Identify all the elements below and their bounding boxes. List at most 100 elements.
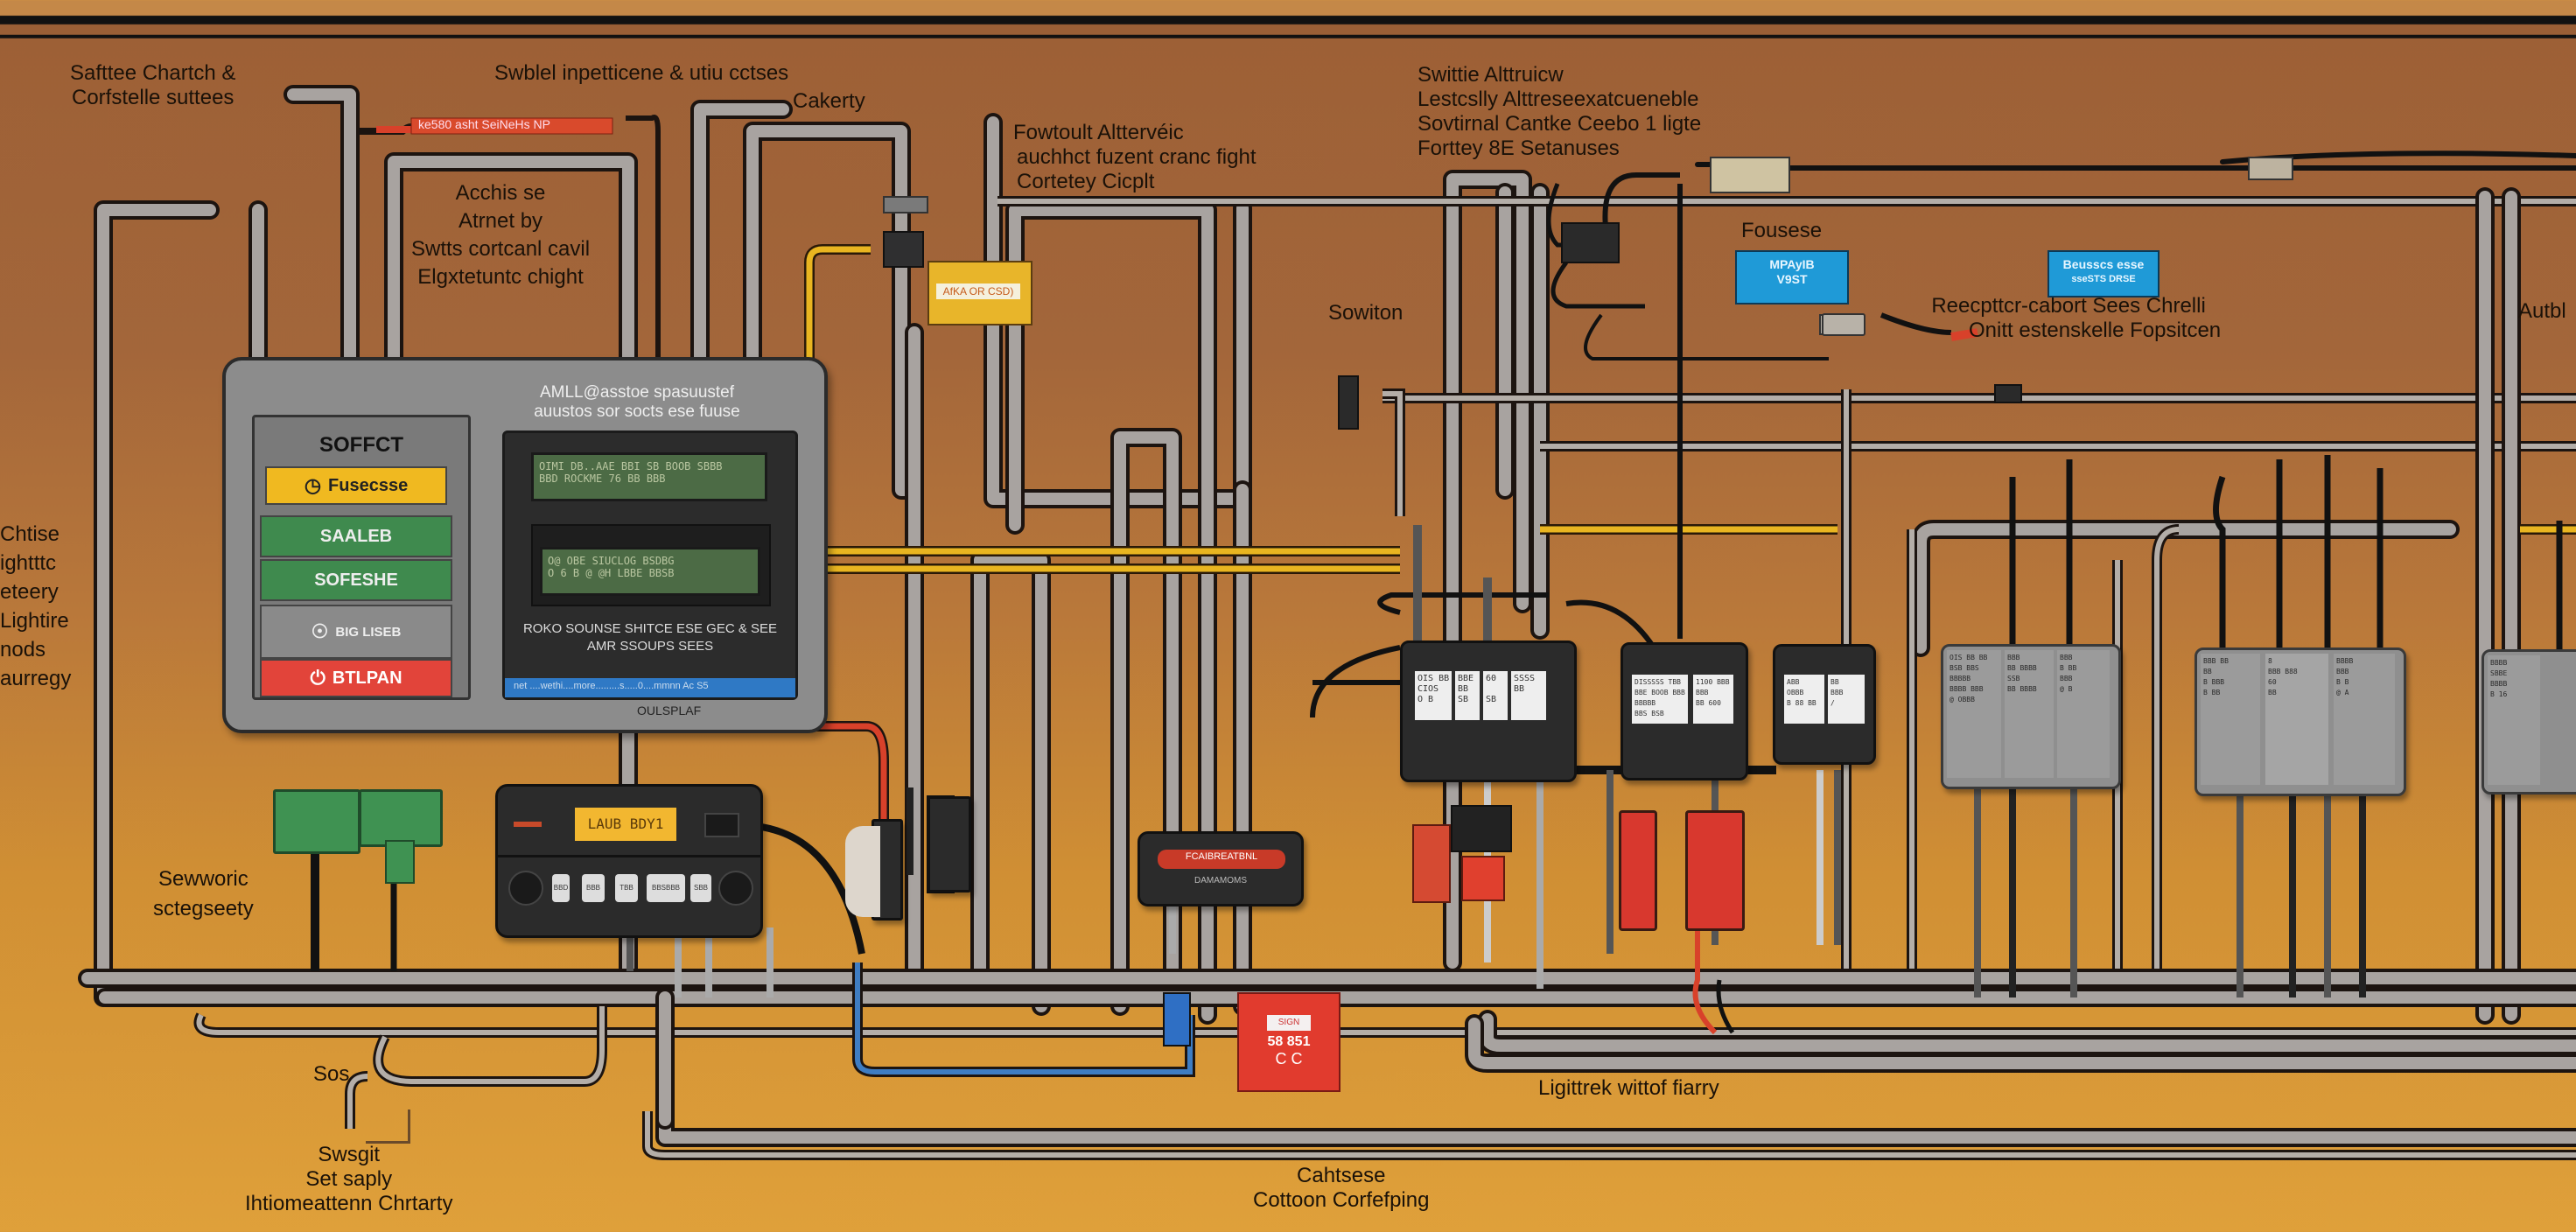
- controller-unit: LAUB BDY1 BBD BBB TBB BBSBBB SBB: [495, 784, 763, 938]
- label-line: Safttee Chartch &: [70, 61, 236, 85]
- lcd-top: OIMI DB..AAE BBI SB BOOB SBBB BBD ROCKME…: [531, 452, 767, 501]
- conduit-network: [78, 85, 2576, 1160]
- label-bottom-right: Ligittrek wittof fiarry: [1538, 1076, 1719, 1100]
- label-line: Atrnet by: [458, 209, 543, 233]
- meter-tag: BBB B BB BBB @ B: [2057, 650, 2110, 778]
- stop-button[interactable]: ⏻ BTLPAN: [260, 659, 452, 697]
- meter-tag: BBB BB BB B BBB B BB: [2201, 654, 2260, 785]
- label-line: Cortetey Cicplt: [1017, 170, 1155, 193]
- lcd-line: O 6 B @ @H LBBE BBSB: [548, 567, 675, 579]
- yellow-junction-box: AfKA OR CSD): [928, 261, 1032, 326]
- red-cable-tag: [376, 117, 613, 135]
- label-cabinet-top: Cakerty: [793, 89, 865, 113]
- green-connector-2: [359, 789, 443, 847]
- signal-wires: [359, 115, 1978, 1035]
- tag-line: Beusscs esse: [2062, 257, 2145, 271]
- label-sensor: Sewworic sctegseety: [153, 864, 254, 924]
- red-breaker-2: [1461, 856, 1505, 901]
- black-meter-2: DISSSSS TBB BBE BOOB BBB BBBBB BBS BSB 1…: [1620, 642, 1748, 780]
- label-sowiton: Sowiton: [1328, 301, 1404, 325]
- tag-line: V9ST: [1776, 272, 1808, 286]
- button-label: BIG LISEB: [335, 624, 402, 640]
- footer-line: AMR SSOUPS SEES: [586, 639, 714, 654]
- footer-line: ROKO SOUNSE SHITCE ESE GEC & SEE: [522, 621, 778, 636]
- globe-button[interactable]: ☉ BIG LISEB: [260, 605, 452, 659]
- label-line: Swtts cortcanl cavil: [411, 237, 591, 261]
- meter-tag: OIS BB CIOS O B: [1415, 671, 1452, 720]
- label-line: Forttey 8E Setanuses: [1418, 136, 1620, 160]
- meter-tag: ABB OBBB B 88 BB: [1784, 675, 1824, 724]
- panel-header-line: AMLL@asstoe spasuustef: [539, 383, 735, 402]
- meter-tag: 60 SB: [1483, 671, 1508, 720]
- display-footer: ROKO SOUNSE SHITCE ESE GEC & SEE AMR SSO…: [505, 620, 795, 655]
- label-line: Swittie Alttruicw: [1418, 63, 1564, 87]
- meter-tag: BB BBB /: [1828, 675, 1865, 724]
- power-icon: ⏻: [310, 667, 326, 689]
- relay-box: FCAIBREATBNL DAMAMOMS: [1138, 831, 1304, 906]
- red-warning-plate: SIGN 58 851 C C: [1237, 992, 1340, 1092]
- label-line: Lestcslly Alttreseexatcueneble: [1418, 88, 1699, 111]
- label-right-mid: Reecpttcr-cabort Sees Chrelli Onitt este…: [1916, 294, 2221, 343]
- label-center-top: Fowtoult Alttervéic auchhct fuzent cranc…: [1013, 121, 1256, 194]
- controller-button-2[interactable]: BBB: [582, 874, 605, 902]
- label-far-right: Autbl: [2518, 299, 2566, 323]
- label-line: Lightire: [0, 609, 69, 633]
- controller-button-1[interactable]: BBD: [552, 874, 570, 902]
- conduit-bottom-rails: [78, 969, 2576, 1160]
- label-line: Ihtiomeattenn Chrtarty: [245, 1192, 453, 1215]
- knob-right[interactable]: [718, 871, 753, 906]
- gray-meter-3: BBBB SBBE BBBB B 16: [2482, 649, 2576, 794]
- label-bottom-left: Swsgit Set saply Ihtiomeattenn Chrtarty: [245, 1143, 452, 1216]
- button-label: SAALEB: [319, 526, 393, 546]
- button-label: Fusecsse: [328, 475, 409, 495]
- meter-tag: DISSSSS TBB BBE BOOB BBB BBBBB BBS BSB: [1632, 675, 1688, 724]
- globe-icon: ☉: [311, 620, 329, 642]
- red-breaker-1: [1412, 824, 1451, 903]
- gray-meter-2: BBB BB BB B BBB B BB 8 BBB B88 60 BB BBB…: [2194, 648, 2406, 796]
- controller-button-4[interactable]: BBSBBB: [647, 874, 685, 902]
- conduit-center-verticals: [970, 170, 1550, 1025]
- green-connector-plug: [385, 840, 415, 884]
- label-line: Elgxtetuntc chight: [417, 265, 584, 289]
- meter-tag: 1100 BBB BBB BB 600: [1693, 675, 1733, 724]
- label-bottom-center: Cahtsese Cottoon Corfefping: [1253, 1164, 1429, 1213]
- controller-button-3[interactable]: TBB: [615, 874, 638, 902]
- lcd-line: OIMI DB..AAE BBI SB BOOB SBBB: [539, 460, 723, 472]
- lcd-bottom: O@ OBE SIUCLOG BSDBG O 6 B @ @H LBBE BBS…: [540, 547, 760, 596]
- label-line: nods: [0, 638, 46, 662]
- fuses-button[interactable]: ◷ Fusecsse: [265, 466, 447, 505]
- meter-tag: 8 BBB B88 60 BB: [2265, 654, 2328, 785]
- knob-left[interactable]: [508, 871, 543, 906]
- meter-tag: BBBB SBBE BBBB B 16: [2488, 655, 2540, 785]
- label-line: Cahtsese: [1297, 1164, 1386, 1187]
- bottom-left-bracket: [366, 1110, 410, 1144]
- black-meter-3: ABB OBBB B 88 BB BB BBB /: [1773, 644, 1876, 765]
- controller-display: LAUB BDY1: [575, 808, 676, 841]
- label-line: sctegseety: [153, 897, 254, 920]
- yellow-box-tag: AfKA OR CSD): [936, 284, 1020, 299]
- label-line: Sovtirnal Cantke Ceebo 1 ligte: [1418, 112, 1702, 136]
- controller-switch[interactable]: [704, 813, 739, 837]
- gray-meter-1: OIS BB BB BSB BBS BBBBB BBBB BBB @ OBBB …: [1941, 644, 2121, 789]
- black-meter-1: OIS BB CIOS O B BBE BB SB 60 SB SSSS BB: [1400, 640, 1577, 782]
- label-line: Sewworic: [158, 867, 248, 891]
- red-fuse-2: [1685, 810, 1745, 931]
- panel-caption: OULSPLAF: [637, 704, 702, 718]
- scale-button[interactable]: SAALEB: [260, 515, 452, 557]
- controller-button-5[interactable]: SBB: [690, 874, 711, 902]
- lcd-line: O@ OBE SIUCLOG BSDBG: [548, 555, 675, 567]
- switch-indicator[interactable]: [1822, 313, 1866, 336]
- button-column: SOFFCT ◷ Fusecsse SAALEB SOFESHE ☉ BIG L…: [252, 415, 471, 700]
- label-line: Cottoon Corfefping: [1253, 1188, 1430, 1212]
- label-line: Fowtoult Alttervéic: [1013, 121, 1184, 144]
- meter-tag: BBE BB SB: [1455, 671, 1480, 720]
- plate-ce-mark: C C: [1275, 1050, 1303, 1068]
- display-module: OIMI DB..AAE BBI SB BOOB SBBB BBD ROCKME…: [502, 430, 798, 700]
- green-connector-1: [273, 789, 360, 854]
- safe-button[interactable]: SOFESHE: [260, 559, 452, 601]
- status-bar: net ....wethi....more.........s.....0...…: [505, 678, 795, 697]
- button-label: SOFESHE: [314, 570, 398, 590]
- meter-tag: BBB BB BBBB SSB BB BBBB: [2005, 650, 2054, 778]
- label-line: eteery: [0, 580, 59, 604]
- tag-line: MPAyIB: [1769, 257, 1815, 271]
